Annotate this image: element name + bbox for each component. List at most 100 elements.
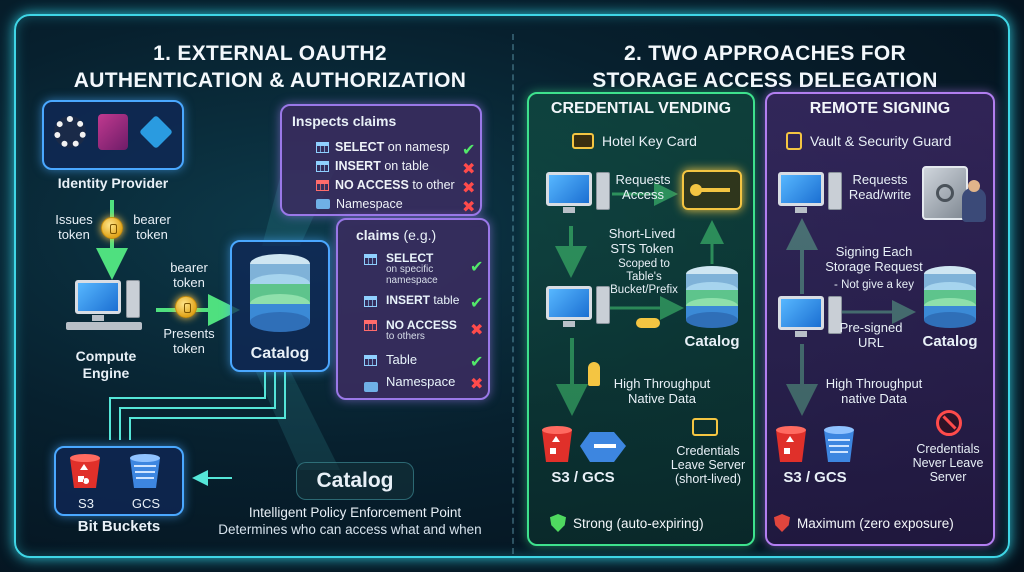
claim-noaccess-bold: NO ACCESS: [386, 318, 457, 332]
section1-title-line1: 1. EXTERNAL OAUTH2: [153, 42, 387, 65]
key-shaft: [700, 188, 730, 192]
inspect-row-select: SELECT on namesp: [316, 140, 450, 154]
id-card-icon: [692, 418, 718, 436]
inspect-row-select-rest: on namesp: [384, 140, 450, 154]
line-catalog-bucket-2: [119, 372, 276, 440]
vending-bucket-icons: [542, 426, 626, 462]
prohibited-icon: [936, 410, 962, 436]
vending-throughput: High Throughput Native Data: [613, 376, 711, 406]
bit-buckets-label: Bit Buckets: [77, 518, 161, 535]
vending-s3-gcs: S3 / GCS: [551, 469, 615, 486]
claim-select-bold: SELECT: [386, 251, 434, 265]
signing-each: Signing Each Storage Request: [825, 244, 923, 274]
vending-client-monitor-icon: [546, 172, 592, 213]
signing-throughput: High Throughput native Data: [825, 376, 923, 406]
vending-requests-access: Requests Access: [615, 172, 671, 202]
claim-select-sub: on specific namespace: [386, 264, 438, 286]
beam-catalog: [255, 370, 340, 470]
inspect-row-insert-rest: on table: [380, 159, 429, 173]
claims-box: claims (e.g.) SELECT on specific namespa…: [336, 218, 490, 400]
section2-title-line2: STORAGE ACCESS DELEGATION: [592, 69, 938, 92]
shield-check-icon: [774, 514, 790, 532]
claim-namespace-label: Namespace: [386, 374, 456, 389]
signing-engine-tower-icon: [828, 296, 842, 334]
inspect-row-namespace-label: Namespace: [336, 197, 403, 211]
token-coin-icon-2: [175, 296, 197, 318]
inspect-row-insert-bold: INSERT: [335, 159, 381, 173]
inspect-row-noaccess-rest: to other: [408, 178, 455, 192]
folder-icon: [316, 199, 330, 209]
key-card-large-icon: [682, 170, 742, 210]
keyboard-icon: [66, 322, 142, 330]
computer-tower-icon: [126, 280, 140, 318]
vending-footer-label: Strong (auto-expiring): [573, 515, 704, 531]
cross-icon: ✖: [470, 376, 484, 393]
cross-icon: ✖: [462, 161, 476, 178]
section2-title-line1: 2. TWO APPROACHES FOR: [623, 42, 907, 65]
check-icon: ✔: [470, 259, 484, 276]
section1-heading: 1. EXTERNAL OAUTH2 AUTHENTICATION & AUTH…: [40, 40, 500, 94]
claim-insert: INSERT table: [386, 293, 459, 307]
vending-footer: Strong (auto-expiring): [550, 514, 704, 532]
bearer-token-label-1: bearer token: [133, 212, 171, 242]
inspects-claims-title: Inspects claims: [292, 113, 397, 129]
claim-insert-rest: table: [430, 293, 460, 307]
vault-icon: [922, 166, 968, 220]
gear-icon: [54, 116, 86, 148]
vending-analogy: Hotel Key Card: [602, 133, 697, 149]
signing-catalog-label: Catalog: [922, 333, 978, 350]
enforcement-title: Catalog: [316, 469, 394, 492]
line-catalog-bucket-3: [129, 372, 286, 440]
claims-title: claims (e.g.): [356, 228, 436, 243]
credential-vending-title: CREDENTIAL VENDING: [550, 100, 732, 117]
vending-credentials: Credentials Leave Server (short-lived): [670, 444, 746, 486]
folder-icon: [364, 381, 378, 392]
s3-label: S3: [78, 496, 94, 511]
identity-provider-label: Identity Provider: [57, 175, 169, 191]
catalog-box: [230, 240, 330, 372]
signing-s3-gcs: S3 / GCS: [783, 469, 847, 486]
signing-client-monitor-icon: [778, 172, 824, 213]
claims-title-suffix: (e.g.): [399, 227, 437, 243]
check-icon: ✔: [462, 142, 476, 159]
signing-footer-label: Maximum (zero exposure): [797, 515, 954, 531]
vending-scoped: Scoped to Table's Bucket/Prefix: [610, 258, 678, 296]
computer-monitor-icon: [75, 280, 121, 321]
bucket-icons: [70, 454, 160, 488]
inspect-row-select-bold: SELECT: [335, 140, 385, 154]
claim-insert-bold: INSERT: [386, 293, 431, 307]
database-icon: [250, 254, 310, 332]
cross-icon: ✖: [470, 322, 484, 339]
claim-noaccess-sub: to others: [386, 331, 425, 342]
signing-catalog-db-icon: [924, 266, 976, 328]
table-icon: [316, 160, 329, 172]
signing-engine-monitor-icon: [778, 296, 824, 337]
cross-icon: ✖: [462, 180, 476, 197]
table-denied-icon: [316, 179, 329, 191]
lock-icon: [786, 132, 802, 150]
cognito-icon: [98, 114, 128, 150]
key-small-icon: [636, 318, 660, 328]
section-divider: [512, 34, 514, 554]
token-coin-icon: [101, 217, 123, 239]
table-denied-icon: [364, 320, 377, 331]
table-icon: [316, 141, 329, 153]
key-icon: [690, 184, 702, 196]
inspects-claims-box: Inspects claims SELECT on namesp ✔ INSER…: [280, 104, 482, 216]
identity-provider-box: [42, 100, 184, 170]
enforcement-title-box: [296, 462, 414, 500]
check-icon: ✔: [470, 295, 484, 312]
inspect-row-namespace: Namespace: [316, 197, 403, 211]
key-vertical-icon: [588, 362, 600, 386]
section1-title-line2: AUTHENTICATION & AUTHORIZATION: [73, 69, 467, 92]
signing-requests: Requests Read/write: [848, 172, 912, 202]
vault-dial: [936, 184, 954, 202]
table-icon: [364, 355, 377, 366]
vending-engine-tower-icon: [596, 286, 610, 324]
inspect-row-insert: INSERT on table: [316, 159, 429, 173]
guard-head: [968, 180, 980, 192]
vending-catalog-db-icon: [686, 266, 738, 328]
line-catalog-bucket-1: [109, 372, 266, 440]
presents-token-label: Presents token: [163, 326, 215, 356]
vending-catalog-label: Catalog: [684, 333, 740, 350]
